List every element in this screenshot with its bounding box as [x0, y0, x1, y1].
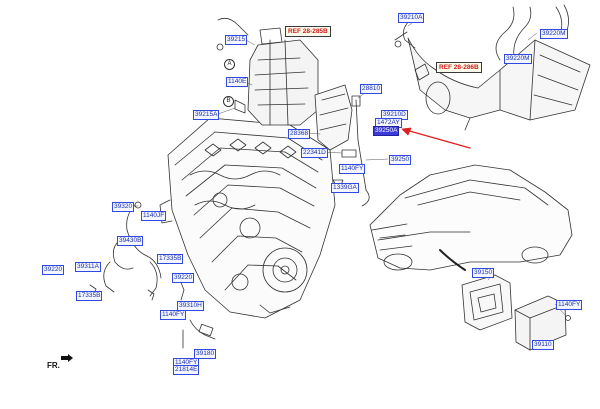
ref-label-28-286b[interactable]: REF 28-286B: [436, 62, 482, 73]
part-label-l6[interactable]: 39220M: [504, 54, 532, 64]
part-label-l1[interactable]: 39215: [225, 35, 248, 45]
part-label-l18[interactable]: 17335B: [157, 254, 184, 264]
part-label-l20[interactable]: 39220: [42, 265, 65, 275]
ecu-module: [514, 295, 571, 351]
front-arrow-icon: [61, 354, 73, 362]
catalytic-converter: [216, 17, 319, 126]
part-label-l4[interactable]: 39210A: [398, 13, 425, 23]
part-label-l13[interactable]: 1140FY: [339, 164, 366, 174]
part-label-l19[interactable]: 39311A: [75, 262, 101, 272]
orientation-label: FR.: [47, 361, 60, 370]
part-label-l27[interactable]: 39180: [194, 349, 217, 359]
heat-shield: [314, 84, 353, 151]
circle-marker-a: A: [224, 59, 235, 70]
part-label-l24[interactable]: 39310H: [177, 301, 204, 311]
part-label-l22[interactable]: 39150: [472, 268, 495, 278]
part-label-l25[interactable]: 1140FY: [556, 300, 583, 310]
sensor-wires-left: [89, 201, 185, 301]
part-label-l30[interactable]: 39110: [532, 340, 554, 350]
ecu-bracket: [461, 274, 513, 331]
part-label-l3[interactable]: 39215A: [193, 110, 220, 120]
car-illustration: [369, 164, 573, 271]
sensor-bottom: [182, 319, 216, 349]
exhaust-pipe: [394, 4, 591, 131]
part-label-l29[interactable]: 21814E: [173, 365, 200, 375]
part-label-l7[interactable]: 28810: [360, 84, 383, 94]
part-label-l5[interactable]: 39220M: [540, 29, 568, 39]
part-label-l11[interactable]: 22341D: [301, 148, 328, 158]
part-label-l2[interactable]: 1140E: [226, 77, 249, 87]
part-label-l21[interactable]: 39220: [172, 273, 195, 283]
ref-label-28-285b[interactable]: REF 28-285B: [285, 26, 331, 37]
part-label-l14[interactable]: 1339GA: [331, 183, 359, 193]
part-label-l26[interactable]: 1140FY: [160, 310, 187, 320]
part-label-l17[interactable]: 39430B: [117, 236, 144, 246]
part-label-l23[interactable]: 17335B: [76, 291, 103, 301]
engine-block: [159, 117, 336, 319]
circle-marker-b: B: [223, 96, 234, 107]
part-label-l15[interactable]: 39320: [112, 202, 135, 212]
pointer-arrow: [401, 127, 471, 149]
part-label-l12[interactable]: 39250: [389, 155, 412, 165]
part-label-l16[interactable]: 1140JF: [141, 211, 167, 221]
part-label-l10[interactable]: 28368: [288, 129, 311, 139]
part-label-highlighted[interactable]: 39250A: [373, 126, 400, 136]
